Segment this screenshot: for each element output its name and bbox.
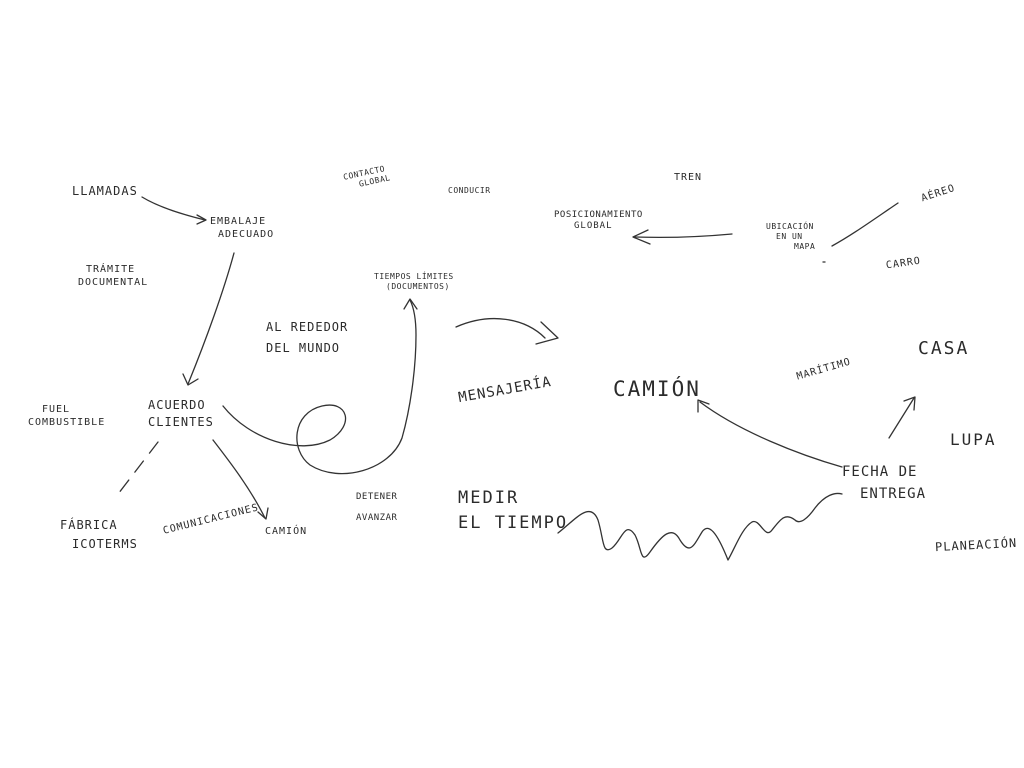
label-fuel-line2: COMBUSTIBLE (28, 416, 106, 428)
label-tramite-line1: TRÁMITE (86, 264, 136, 275)
line-aereo-to-ubicacion (831, 202, 899, 247)
label-fecha-line1: FECHA DE (842, 464, 918, 480)
arrowhead-camion-small (257, 507, 269, 520)
label-ubicacion-line3: MAPA (794, 242, 816, 251)
label-tramite-line2: DOCUMENTAL (78, 276, 149, 288)
label-acuerdo-clientes: ACUERDO CLIENTES (148, 398, 214, 430)
label-acuerdo-line1: ACUERDO (148, 398, 206, 412)
arrowhead-acuerdo (182, 373, 199, 386)
label-ubicacion-line1: UBICACIÓN (766, 222, 814, 231)
arrow-to-right (455, 317, 546, 339)
arrowhead-casa (903, 396, 916, 411)
arrow-llamadas-to-embalaje (141, 196, 206, 221)
label-posicionamiento: POSICIONAMIENTO GLOBAL (554, 210, 643, 233)
label-posicionamiento-line2: GLOBAL (574, 221, 613, 232)
arrowhead-tiempos (403, 298, 418, 310)
arrowhead-right (535, 321, 559, 345)
label-medir-el-tiempo: MEDIR EL TIEMPO (458, 488, 568, 535)
label-alrededor-line1: AL REDEDOR (266, 320, 349, 334)
label-medir-line1: MEDIR (458, 488, 520, 508)
arrow-up-to-casa (888, 397, 915, 439)
label-acuerdo-line2: CLIENTES (148, 415, 214, 429)
label-fuel-line1: FUEL (42, 404, 71, 415)
arrowhead-posicionamiento (632, 229, 651, 245)
arrowhead-embalaje (196, 214, 207, 225)
loop-curve (222, 299, 417, 475)
label-casa: CASA (918, 338, 970, 359)
label-ubicacion: UBICACIÓN EN UN MAPA (766, 222, 815, 252)
label-fabrica-line2: ICOTERMS (72, 537, 138, 551)
label-fuel-combustible: FUEL COMBUSTIBLE (28, 404, 105, 429)
arrow-fecha-to-camion (699, 401, 843, 468)
zigzag-wave (557, 492, 843, 561)
label-posicionamiento-line1: POSICIONAMIENTO (554, 210, 643, 220)
arrow-to-posicionamiento (633, 233, 733, 239)
label-tramite: TRÁMITE DOCUMENTAL (78, 264, 148, 289)
label-ubicacion-line2: EN UN (776, 232, 803, 241)
arrow-embalaje-to-acuerdo (187, 252, 235, 385)
label-detener-avanzar: DETENER AVANZAR (356, 492, 397, 525)
label-lupa: LUPA (950, 430, 997, 449)
label-tiempos-limites: TIEMPOS LÍMITES (DOCUMENTOS) (374, 272, 454, 292)
label-fabrica-line1: FÁBRICA (60, 518, 118, 532)
label-avanzar: AVANZAR (356, 513, 398, 524)
label-conducir: CONDUCIR (448, 186, 491, 195)
arrow-acuerdo-to-camion (212, 439, 266, 519)
dash-acuerdo-to-fabrica (114, 441, 159, 499)
arrowhead-camion-big (697, 399, 710, 413)
label-medir-line2: EL TIEMPO (458, 513, 569, 534)
label-alrededor-line2: DEL MUNDO (266, 341, 341, 355)
label-tren: TREN (674, 172, 703, 183)
label-fecha-de-entrega: FECHA DE ENTREGA (842, 464, 926, 503)
label-detener: DETENER (356, 492, 398, 502)
label-embalaje: EMBALAJE ADECUADO (210, 216, 274, 241)
label-camion-small: CAMIÓN (265, 526, 308, 537)
label-camion-big: CAMIÓN (613, 377, 701, 401)
label-tiempos-line1: TIEMPOS LÍMITES (374, 272, 454, 281)
label-tiempos-line2: (DOCUMENTOS) (386, 282, 450, 291)
label-fabrica-icoterms: FÁBRICA ICOTERMS (60, 518, 138, 552)
label-alrededor-del-mundo: AL REDEDOR DEL MUNDO (266, 320, 348, 356)
label-llamadas: LLAMADAS (72, 184, 138, 198)
label-embalaje-line1: EMBALAJE (210, 216, 267, 227)
label-embalaje-line2: ADECUADO (218, 228, 275, 240)
label-fecha-line2: ENTREGA (860, 485, 927, 502)
